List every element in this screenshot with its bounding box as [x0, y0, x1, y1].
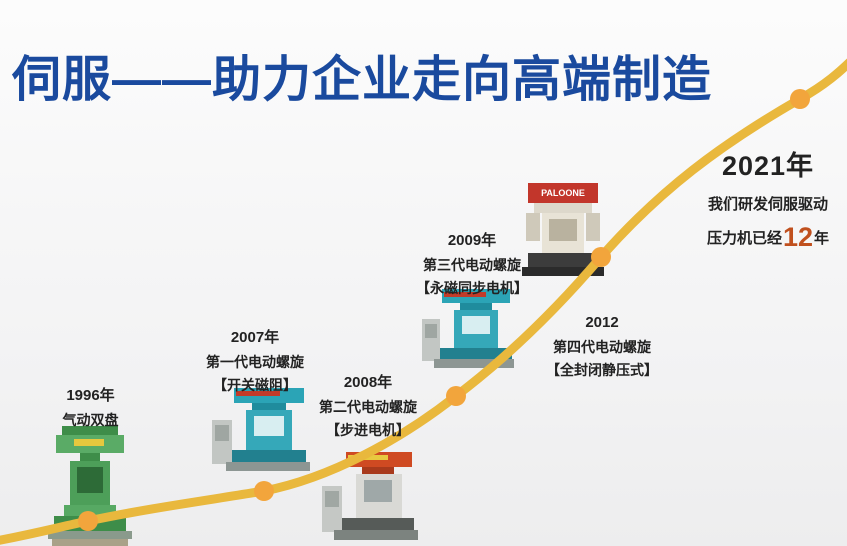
page-title: 伺服——助力企业走向高端制造 [12, 53, 713, 107]
milestone-2021-line1: 我们研发伺服驱动 [707, 196, 828, 213]
milestone-dot-2009 [446, 386, 466, 406]
milestone-2009: 2009年 第三代电动螺旋 【永磁同步电机】 [397, 229, 547, 300]
milestone-dot-1996 [78, 511, 98, 531]
milestone-2009-label: 第三代电动螺旋 [423, 256, 521, 273]
milestone-2007-label: 第一代电动螺旋 [206, 353, 304, 370]
press-2012-illustration: PALOONE [522, 183, 604, 276]
milestone-2009-tag: 【永磁同步电机】 [416, 279, 528, 296]
line2-suffix: 年 [814, 230, 830, 247]
milestone-2007-year: 2007年 [230, 329, 280, 346]
milestone-1996: 1996年 气动双盘 [28, 384, 153, 432]
milestone-2012-tag: 【全封闭静压式】 [546, 361, 658, 378]
milestone-2008: 2008年 第二代电动螺旋 【步进电机】 [293, 371, 443, 442]
milestone-dot-2021 [790, 89, 810, 109]
machine-2012-press-image: PALOONE [514, 183, 610, 283]
milestone-2012-year: 2012 [585, 314, 619, 331]
milestone-2008-label: 第二代电动螺旋 [319, 398, 417, 415]
milestone-2012: 2012 第四代电动螺旋 【全封闭静压式】 [527, 311, 677, 382]
milestone-dot-2007 [254, 481, 274, 501]
milestone-1996-year: 1996年 [66, 387, 115, 404]
milestone-2021-year: 2021年 [721, 151, 815, 181]
machine-2009-press-image [422, 289, 518, 374]
machine-brand-text: PALOONE [541, 188, 585, 198]
milestone-1996-label: 气动双盘 [62, 411, 119, 428]
milestone-2009-year: 2009年 [447, 232, 497, 249]
milestone-2021: 2021年 我们研发伺服驱动 压力机已经12年 [692, 144, 844, 253]
line2-prefix: 压力机已经 [706, 230, 782, 247]
milestone-2012-label: 第四代电动螺旋 [553, 338, 651, 355]
press-2009-illustration [422, 289, 514, 368]
milestone-2008-tag: 【步进电机】 [326, 421, 410, 438]
milestone-dot-2012 [591, 247, 611, 267]
years-count: 12 [782, 222, 814, 252]
milestone-2007-tag: 【开关磁阻】 [213, 376, 297, 393]
milestone-2008-year: 2008年 [343, 374, 393, 391]
machine-2007-press-image [212, 388, 312, 476]
press-2007-illustration [212, 388, 310, 471]
milestone-2007: 2007年 第一代电动螺旋 【开关磁阻】 [180, 326, 330, 397]
growth-curve-line [0, 58, 847, 545]
milestone-2021-line2: 压力机已经12年 [692, 222, 844, 253]
